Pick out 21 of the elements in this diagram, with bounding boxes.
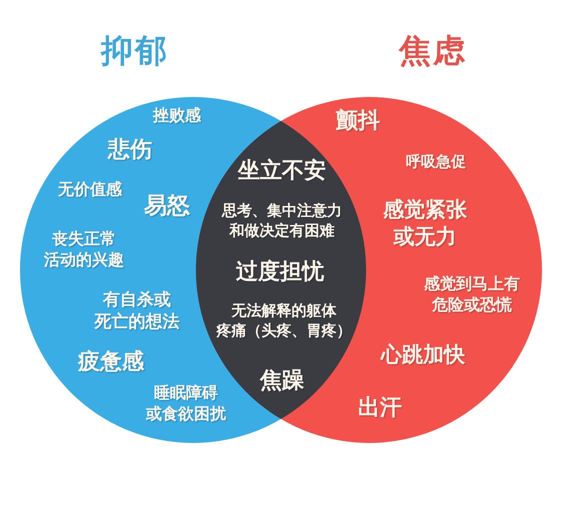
symptom-label: 丧失正常活动的兴趣 bbox=[44, 229, 124, 271]
symptom-label: 思考、集中注意力和做决定有困难 bbox=[222, 202, 342, 240]
symptom-label: 无价值感 bbox=[58, 180, 122, 200]
symptom-label: 焦躁 bbox=[260, 368, 304, 396]
circle-title: 焦虑 bbox=[399, 33, 467, 69]
symptom-label: 易怒 bbox=[144, 192, 190, 222]
symptom-label: 心跳加快 bbox=[381, 341, 465, 368]
symptom-label: 过度担忧 bbox=[236, 258, 324, 287]
symptom-label: 无法解释的躯体疼痛（头疼、胃疼） bbox=[216, 302, 352, 340]
circle-title: 抑郁 bbox=[101, 33, 169, 69]
symptom-label: 睡眠障碍或食欲困扰 bbox=[146, 383, 226, 425]
symptom-label: 疲惫感 bbox=[78, 348, 144, 377]
symptom-label: 悲伤 bbox=[108, 136, 152, 165]
symptom-label: 挫败感 bbox=[153, 106, 201, 126]
symptom-label: 感觉紧张或无力 bbox=[383, 196, 467, 251]
symptom-label: 感觉到马上有危险或恐慌 bbox=[424, 274, 520, 316]
symptom-label: 有自杀或死亡的想法 bbox=[94, 288, 180, 334]
symptom-label: 出汗 bbox=[358, 394, 402, 423]
symptom-label: 坐立不安 bbox=[238, 158, 326, 186]
symptom-label: 呼吸急促 bbox=[406, 152, 466, 172]
symptom-label: 颤抖 bbox=[336, 108, 380, 136]
